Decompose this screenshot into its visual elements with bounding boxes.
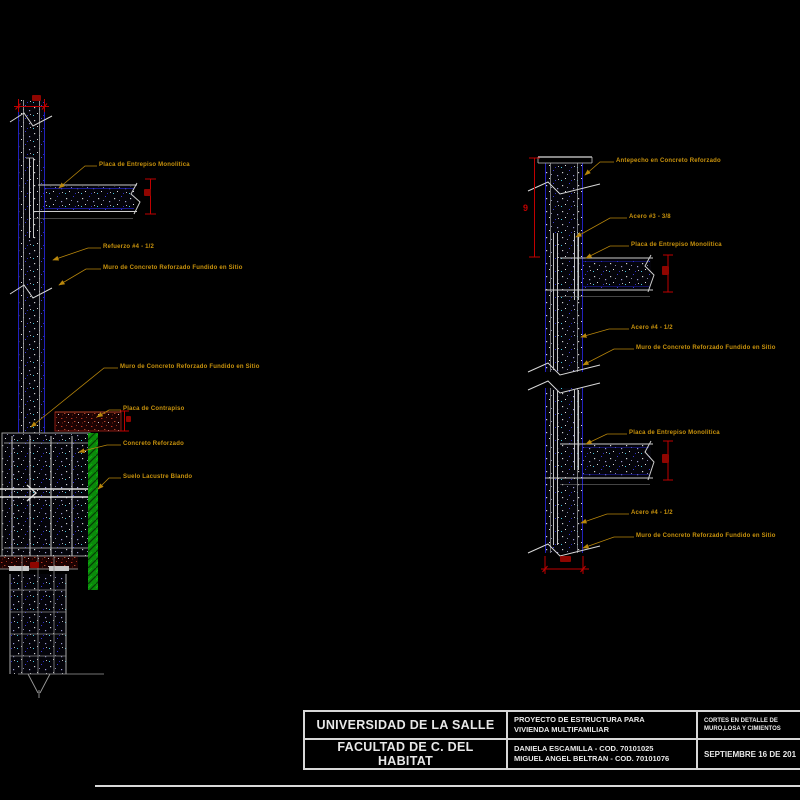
sheet-border-line bbox=[95, 785, 800, 787]
annotation-acero-4a: Acero #4 - 1/2 bbox=[631, 325, 673, 331]
annotation-acero-4b: Acero #4 - 1/2 bbox=[631, 510, 673, 516]
left-foundation bbox=[0, 432, 91, 571]
right-dimensions bbox=[529, 157, 673, 574]
project-title-line2: VIVIENDA MULTIFAMILIAR bbox=[514, 725, 609, 734]
wall-height-dim-text: 9 bbox=[523, 203, 528, 213]
annotation-placa-entrepiso-r2: Placa de Entrepiso Monolitica bbox=[629, 430, 720, 436]
right-detail-section: 9 bbox=[523, 156, 673, 574]
dim-text-illegible bbox=[662, 454, 669, 463]
right-slab-upper bbox=[545, 254, 655, 297]
title-block-date-cell: SEPTIEMBRE 16 DE 201 bbox=[698, 740, 800, 768]
annotation-placa-entrepiso-r1: Placa de Entrepiso Monolitica bbox=[631, 242, 722, 248]
annotation-muro-concreto-r1: Muro de Concreto Reforzado Fundido en Si… bbox=[636, 345, 776, 351]
title-block-faculty-cell: FACULTAD DE C. DEL HABITAT bbox=[305, 740, 508, 768]
left-contrapiso bbox=[54, 411, 122, 432]
title-block-project-cell: PROYECTO DE ESTRUCTURA PARA VIVIENDA MUL… bbox=[508, 712, 698, 740]
left-slab bbox=[33, 182, 141, 219]
annotation-acero-3: Acero #3 - 3/8 bbox=[629, 214, 671, 220]
dim-text-illegible bbox=[560, 556, 571, 562]
left-detail-section bbox=[0, 95, 156, 698]
annotation-refuerzo: Refuerzo #4 - 1/2 bbox=[103, 244, 155, 250]
author-line1: DANIELA ESCAMILLA - COD. 70101025 bbox=[514, 743, 654, 753]
annotation-placa-entrepiso: Placa de Entrepiso Monolitica bbox=[99, 162, 190, 168]
dim-text-illegible bbox=[32, 95, 41, 101]
annotation-concreto-reforzado: Concreto Reforzado bbox=[123, 441, 184, 447]
annotation-placa-contrapiso: Placa de Contrapiso bbox=[123, 406, 185, 412]
annotation-muro-concreto: Muro de Concreto Reforzado Fundido en Si… bbox=[103, 265, 243, 271]
annotation-antepecho: Antepecho en Concreto Reforzado bbox=[616, 158, 721, 164]
left-dimensions bbox=[14, 95, 156, 568]
left-wall bbox=[9, 100, 53, 433]
right-leaders bbox=[575, 161, 634, 549]
left-pile bbox=[9, 556, 104, 698]
annotation-muro-concreto-2: Muro de Concreto Reforzado Fundido en Si… bbox=[120, 364, 260, 370]
dim-text-illegible bbox=[662, 266, 669, 275]
dim-text-illegible bbox=[30, 562, 39, 568]
sheet-date: SEPTIEMBRE 16 DE 201 bbox=[704, 749, 797, 759]
faculty-name: FACULTAD DE C. DEL HABITAT bbox=[337, 740, 474, 768]
annotation-muro-concreto-r2: Muro de Concreto Reforzado Fundido en Si… bbox=[636, 533, 776, 539]
sheet-title-line1: CORTES EN DETALLE DE bbox=[704, 717, 778, 724]
project-title-line1: PROYECTO DE ESTRUCTURA PARA bbox=[514, 714, 645, 724]
left-soil-strip bbox=[88, 433, 98, 590]
annotation-suelo-lacustre: Suelo Lacustre Blando bbox=[123, 474, 193, 480]
title-block-university-cell: UNIVERSIDAD DE LA SALLE bbox=[305, 712, 508, 740]
left-leaders bbox=[30, 165, 121, 490]
title-block-sheet-title-cell: CORTES EN DETALLE DE MURO,LOSA Y CIMIENT… bbox=[698, 712, 800, 740]
dim-text-illegible bbox=[144, 189, 151, 196]
right-slab-lower bbox=[545, 440, 655, 485]
right-wall bbox=[527, 156, 601, 557]
author-line2: MIGUEL ANGEL BELTRAN - COD. 70101076 bbox=[514, 754, 670, 763]
title-block-authors-cell: DANIELA ESCAMILLA - COD. 70101025 MIGUEL… bbox=[508, 740, 698, 768]
title-block: UNIVERSIDAD DE LA SALLE PROYECTO DE ESTR… bbox=[303, 710, 800, 770]
dim-text-illegible bbox=[126, 416, 131, 422]
sheet-title-line2: MURO,LOSA Y CIMIENTOS bbox=[704, 726, 781, 732]
university-name: UNIVERSIDAD DE LA SALLE bbox=[316, 718, 495, 732]
